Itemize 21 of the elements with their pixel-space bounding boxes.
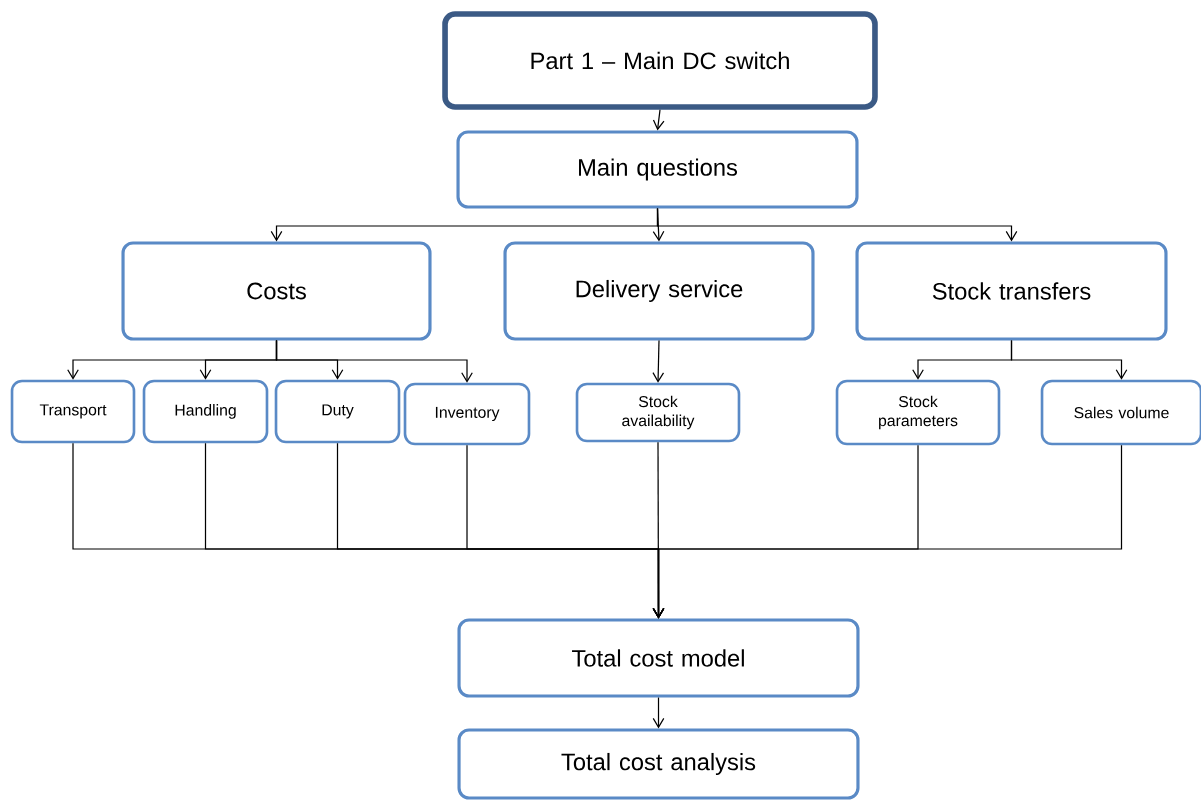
- factor-box: Stock availability: [575, 382, 741, 443]
- factor-box: Stock parameters: [835, 379, 1001, 446]
- category-box: Stock transfers: [855, 241, 1168, 341]
- process-box: Main questions: [456, 130, 859, 209]
- arrow: [656, 207, 1018, 242]
- process-box: Total cost analysis: [457, 728, 860, 800]
- category-box: Costs: [121, 241, 432, 341]
- process-box: Total cost model: [457, 618, 860, 698]
- arrow: [652, 696, 665, 729]
- category-box: Delivery service: [503, 241, 815, 341]
- factor-box: Inventory: [403, 382, 531, 446]
- arrow: [652, 339, 665, 383]
- arrow: [1010, 339, 1128, 380]
- factor-box: Transport: [10, 379, 136, 444]
- title-box: Part 1 – Main DC switch: [442, 11, 878, 110]
- factor-box: Duty: [274, 379, 401, 444]
- arrow: [652, 109, 665, 131]
- factor-box: Sales volume: [1040, 379, 1201, 446]
- arrow: [652, 444, 1123, 619]
- arrow: [275, 339, 473, 383]
- factor-box: Handling: [142, 379, 269, 444]
